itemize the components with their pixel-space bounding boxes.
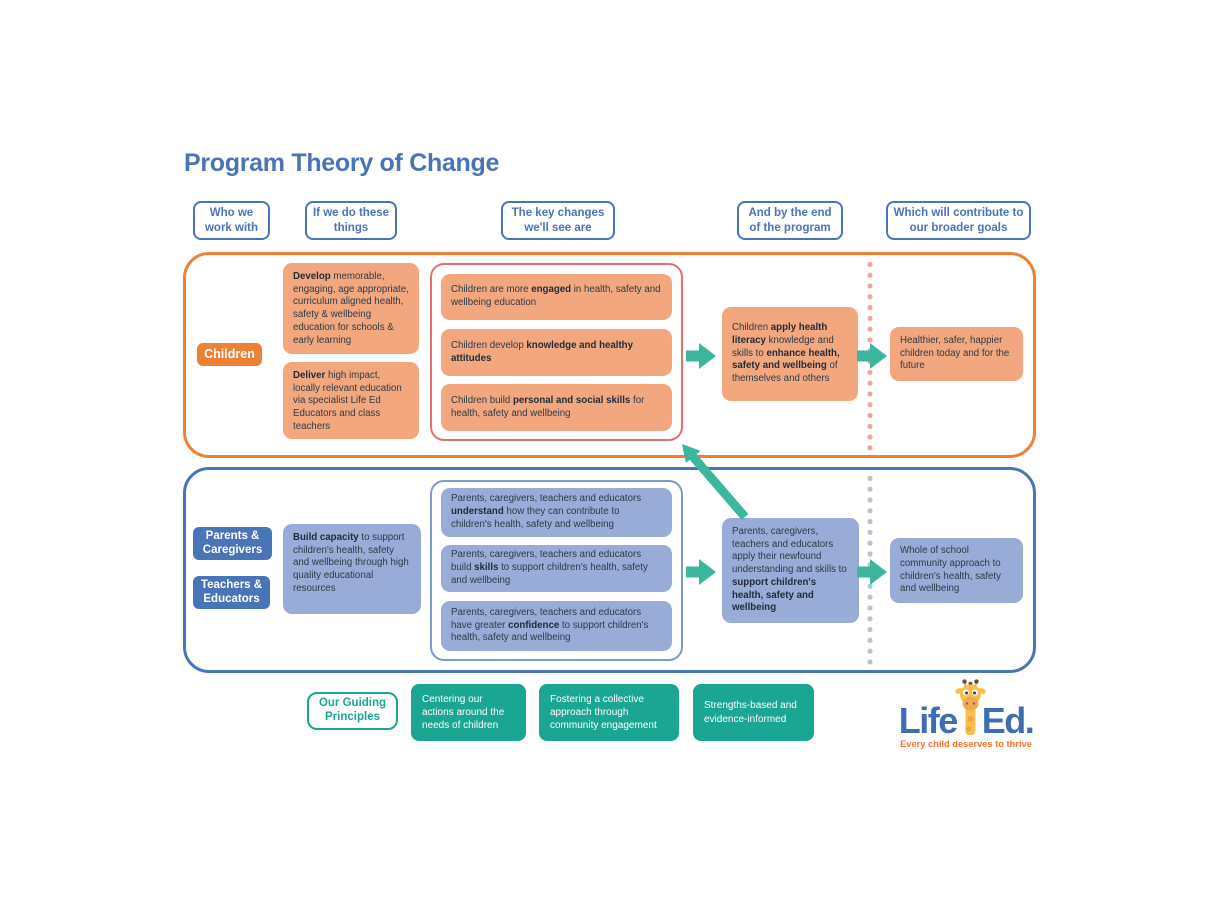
parents-caregivers-label: Parents & Caregivers	[193, 527, 272, 560]
logo-ed-text: Ed.	[981, 699, 1035, 741]
teachers-educators-label: Teachers & Educators	[193, 576, 270, 609]
page-title: Program Theory of Change	[184, 149, 500, 177]
column-header-who-we-work-with: Who we work with	[193, 201, 270, 240]
adults-key-change-skills: Parents, caregivers, teachers and educat…	[441, 545, 672, 592]
adults-key-change-confidence: Parents, caregivers, teachers and educat…	[441, 601, 672, 651]
adults-broader-goal: Whole of school community approach to ch…	[890, 538, 1023, 603]
giraffe-icon	[954, 679, 986, 735]
guiding-principles-label: Our Guiding Principles	[307, 692, 398, 730]
adults-activity-build-capacity: Build capacity to support children's hea…	[283, 524, 421, 614]
children-activity-develop: Develop memorable, engaging, age appropr…	[283, 263, 419, 354]
logo-tagline: Every child deserves to thrive	[900, 739, 1032, 749]
adults-dotted-divider	[866, 473, 874, 669]
adults-end-of-program: Parents, caregivers, teachers and educat…	[722, 518, 859, 623]
principle-strengths: Strengths-based and evidence-informed	[693, 684, 814, 741]
children-key-change-skills: Children build personal and social skill…	[441, 384, 672, 431]
principle-centering: Centering our actions around the needs o…	[411, 684, 526, 741]
children-key-change-knowledge: Children develop knowledge and healthy a…	[441, 329, 672, 376]
children-dotted-divider	[866, 259, 874, 454]
children-activity-deliver: Deliver high impact, locally relevant ed…	[283, 362, 419, 439]
life-ed-logo: Life Ed.	[898, 679, 1035, 749]
children-key-change-engaged: Children are more engaged in health, saf…	[441, 274, 672, 320]
column-header-if-we-do: If we do these things	[305, 201, 397, 240]
children-end-of-program: Children apply health literacy knowledge…	[722, 307, 858, 401]
logo-life-text: Life	[898, 699, 959, 741]
column-header-broader-goals: Which will contribute to our broader goa…	[886, 201, 1031, 240]
children-label: Children	[197, 343, 262, 366]
column-header-key-changes: The key changes we'll see are	[501, 201, 615, 240]
children-broader-goal: Healthier, safer, happier children today…	[890, 327, 1023, 381]
principle-collective: Fostering a collective approach through …	[539, 684, 679, 741]
adults-key-change-understand: Parents, caregivers, teachers and educat…	[441, 488, 672, 537]
column-header-end-of-program: And by the end of the program	[737, 201, 843, 240]
